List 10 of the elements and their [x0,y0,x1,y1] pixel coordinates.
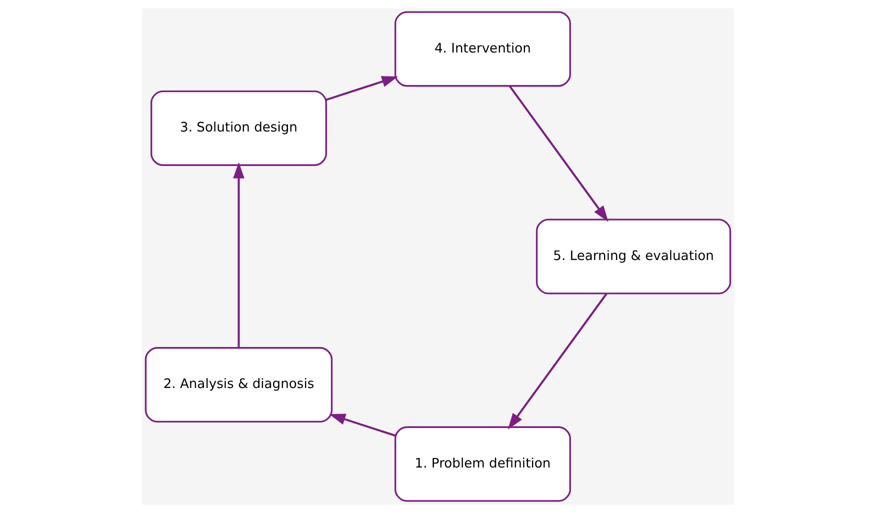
node-box: 2. Analysis & diagnosis [144,347,333,423]
node-box: 1. Problem definition [394,426,571,502]
arrow [329,414,396,437]
node-box: 4. Intervention [394,11,571,87]
arrow [508,293,608,430]
arrow [326,76,398,101]
node-box: 5. Learning & evaluation [536,218,732,294]
arrow [233,162,244,348]
node-box: 3. Solution design [150,90,327,166]
arrow [508,85,608,222]
